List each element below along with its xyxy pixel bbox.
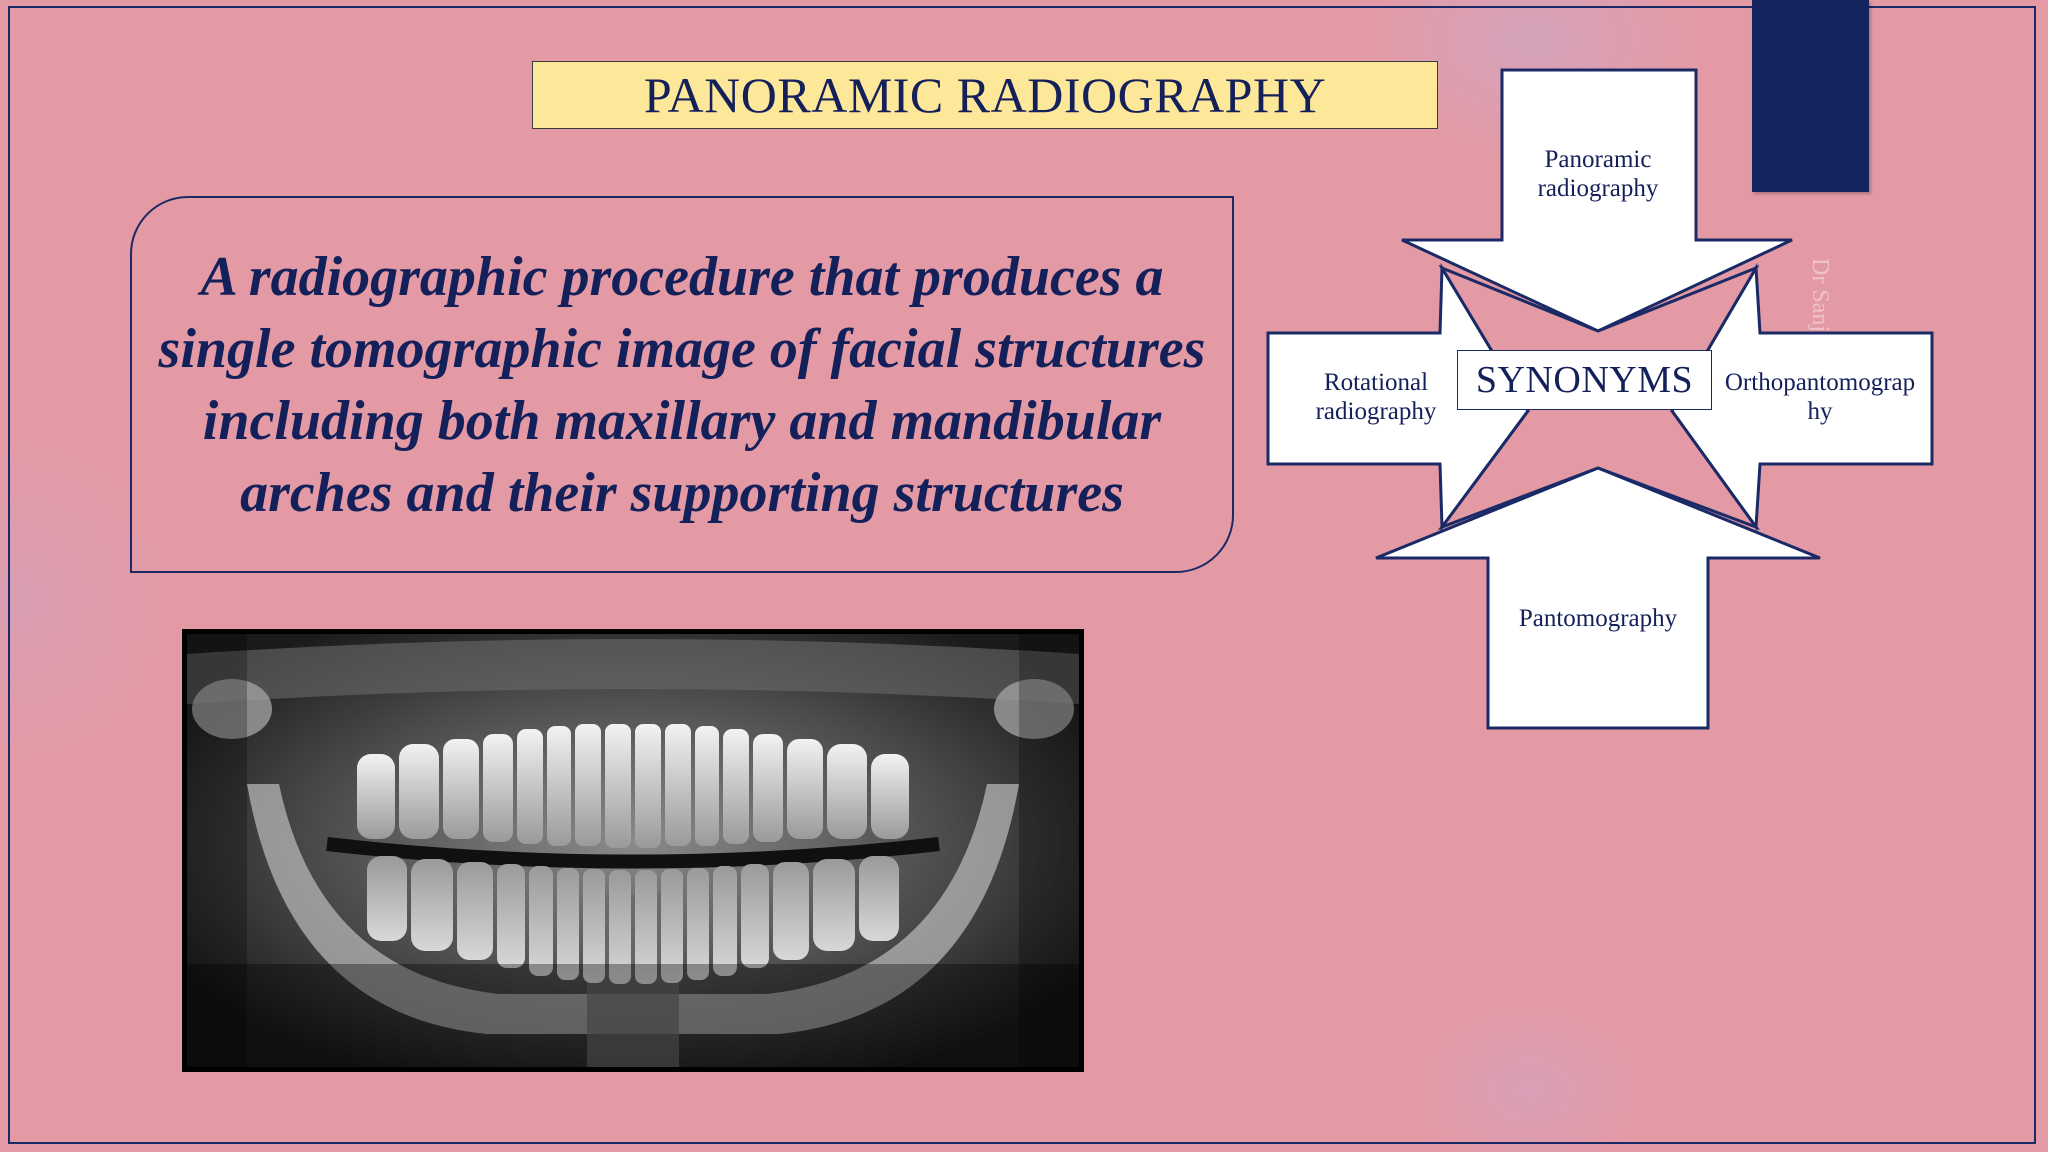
- panoramic-xray-icon: [187, 634, 1079, 1067]
- slide-title: PANORAMIC RADIOGRAPHY: [643, 67, 1327, 123]
- slide-border: [8, 6, 2036, 1144]
- synonym-left: Rotational radiography: [1315, 369, 1437, 425]
- synonym-top: Panoramic radiography: [1537, 146, 1659, 202]
- accent-bar: [1752, 0, 1869, 192]
- title-box: PANORAMIC RADIOGRAPHY: [532, 61, 1438, 129]
- synonym-right: Orthopantomography: [1724, 369, 1916, 425]
- author-watermark: Dr Sanj: [1807, 258, 1833, 332]
- definition-box: A radiographic procedure that produces a…: [130, 196, 1234, 573]
- definition-text: A radiographic procedure that produces a…: [158, 245, 1206, 524]
- synonyms-label: SYNONYMS: [1457, 350, 1712, 410]
- xray-image-frame: [182, 629, 1084, 1072]
- synonym-bottom: Pantomography: [1518, 605, 1678, 632]
